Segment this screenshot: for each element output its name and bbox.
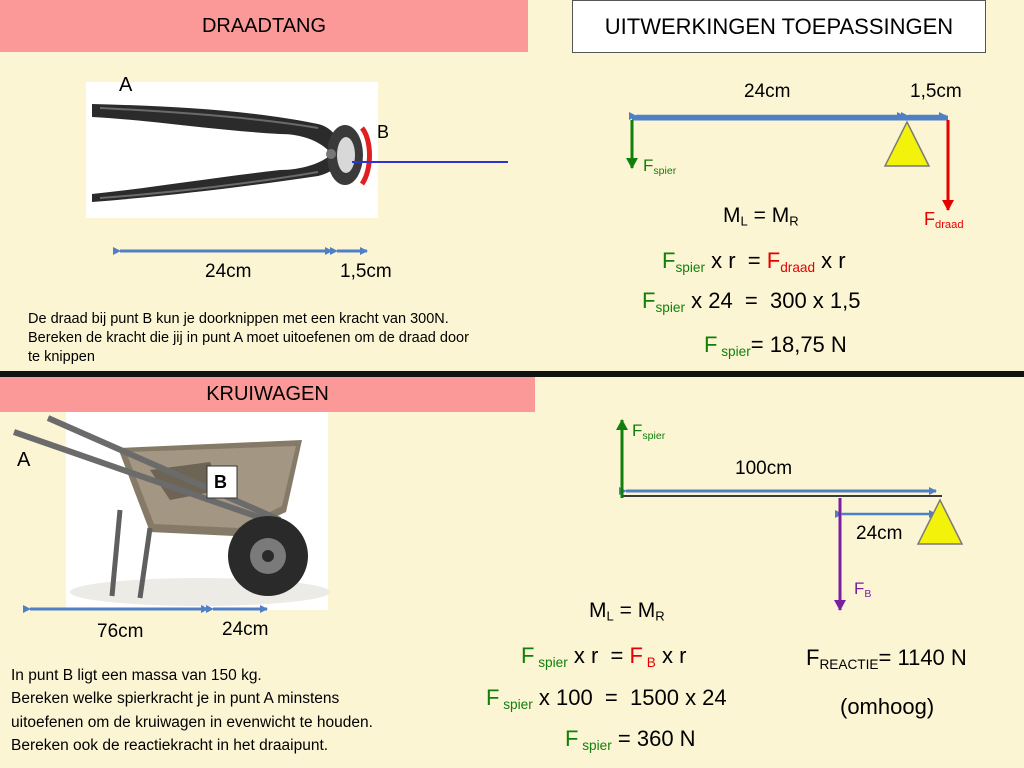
section-title-kruiwagen: KRUIWAGEN [0, 377, 535, 412]
bottom-equation-line3: F spier = 360 N [565, 726, 696, 753]
wb-label-a: A [17, 449, 31, 471]
top-equation-line3: F spier= 18,75 N [704, 332, 847, 359]
wb-dim-long-label: 76cm [97, 621, 144, 642]
section-title-draadtang: DRAADTANG [0, 0, 528, 52]
reaction-force-line: FREACTIE= 1140 N [806, 645, 967, 672]
bottom-diagram-dim-short: 24cm [856, 523, 903, 544]
wheelbarrow-image [13, 412, 330, 610]
pliers-dim-short-label: 1,5cm [340, 261, 392, 282]
bottom-f-spier-label: Fspier [632, 421, 666, 442]
bottom-pivot-triangle [916, 498, 964, 545]
header-box-text: UITWERKINGEN TOEPASSINGEN [604, 13, 954, 39]
problem-line: te knippen [28, 348, 95, 365]
bottom-f-b-label: FB [854, 579, 872, 600]
top-pivot-triangle [883, 120, 931, 167]
pliers-label-a: A [119, 74, 133, 96]
section-title-text: DRAADTANG [201, 14, 327, 37]
problem-line: Bereken welke spierkracht je in punt A m… [11, 690, 340, 708]
wb-problem-text: In punt B ligt een massa van 150 kg. Ber… [11, 664, 481, 757]
pliers-image [86, 82, 378, 218]
top-f-draad-label: Fdraad [924, 209, 964, 232]
top-equation-line2: Fspier x 24 = 300 x 1,5 [642, 288, 861, 315]
section-divider [0, 371, 1024, 377]
wb-label-b: B [214, 472, 227, 492]
reaction-direction: (omhoog) [840, 694, 935, 719]
pliers-problem-text: De draad bij punt B kun je doorknippen m… [28, 310, 568, 367]
section-title-text: KRUIWAGEN [206, 383, 329, 405]
pliers-dim-long-label: 24cm [205, 261, 252, 282]
problem-line: Bereken de kracht die jij in punt A moet… [28, 329, 469, 346]
bottom-diagram-dim-long: 100cm [735, 458, 793, 479]
bottom-moment-equation: ML = MR [589, 599, 665, 624]
problem-line: Bereken ook de reactiekracht in het draa… [11, 736, 329, 754]
top-equation-line1: Fspier x r = Fdraad x r [662, 248, 846, 275]
problem-line: In punt B ligt een massa van 150 kg. [11, 667, 262, 684]
point-b-box [206, 465, 238, 499]
header-box: UITWERKINGEN TOEPASSINGEN [572, 0, 986, 53]
top-diagram-dim-long: 24cm [744, 81, 791, 102]
problem-line: De draad bij punt B kun je doorknippen m… [28, 311, 449, 327]
bottom-equation-line2: F spier x 100 = 1500 x 24 [486, 685, 727, 712]
problem-line: uitoefenen om de kruiwagen in evenwicht … [11, 713, 373, 731]
pliers-label-b: B [377, 122, 390, 142]
wb-dim-short-label: 24cm [222, 619, 269, 640]
top-diagram-dim-short: 1,5cm [910, 81, 962, 102]
bottom-equation-line1: F spier x r = F B x r [521, 643, 687, 670]
top-moment-equation: ML = MR [723, 204, 799, 229]
top-f-spier-label: Fspier [643, 156, 677, 177]
